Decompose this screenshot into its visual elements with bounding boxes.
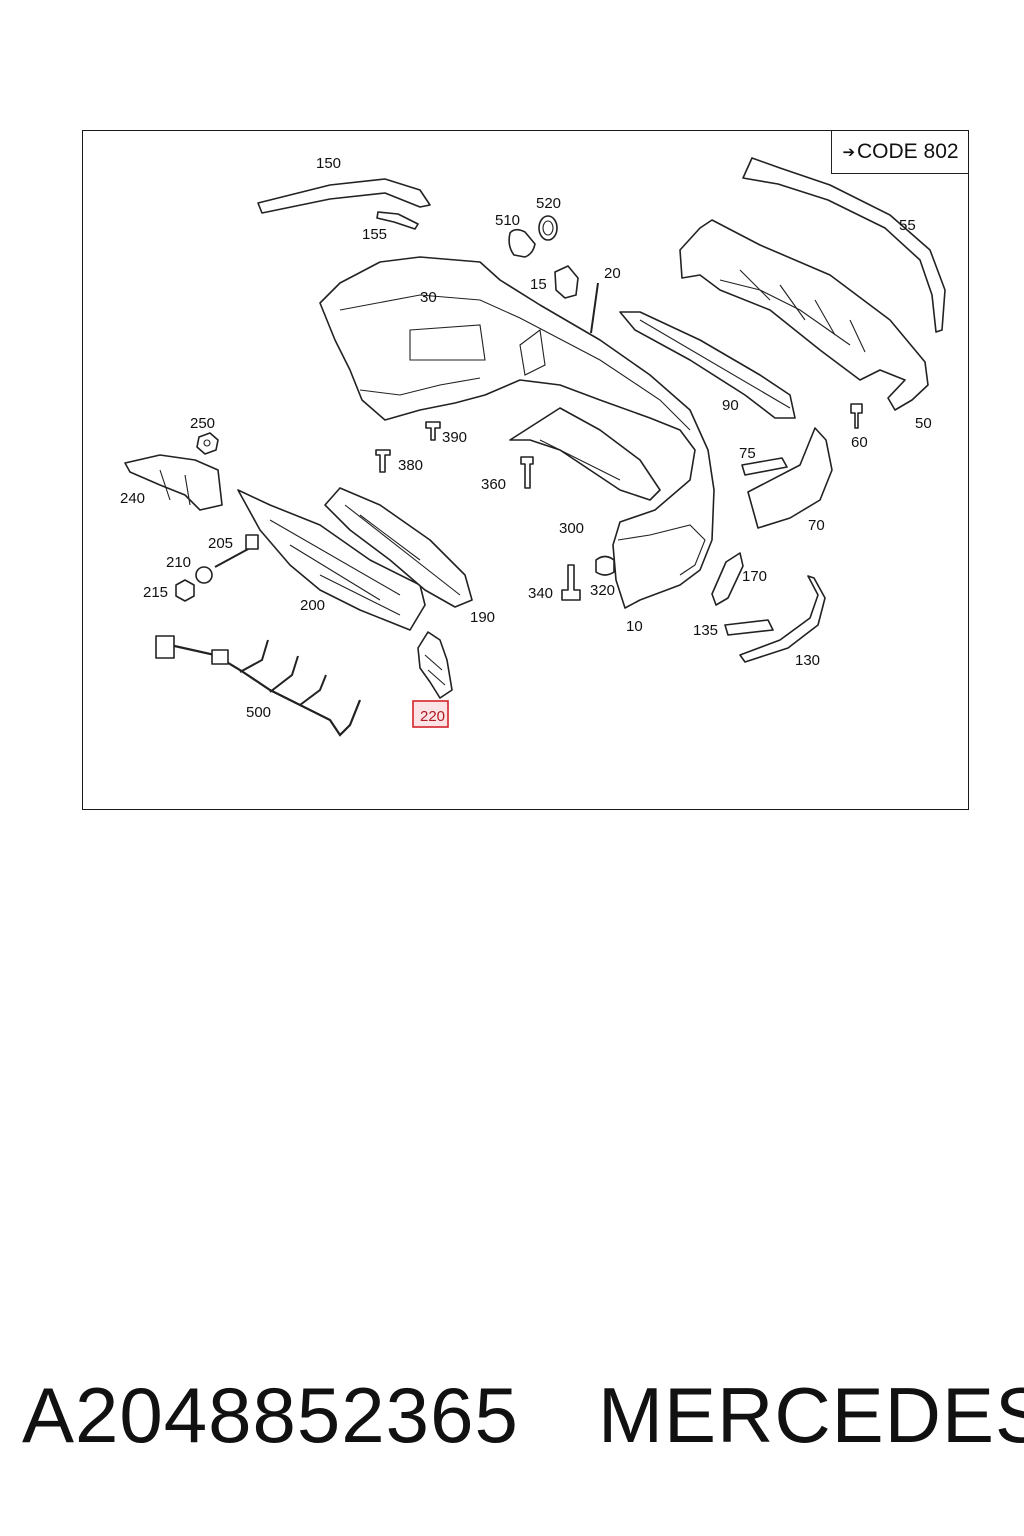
label-380: 380	[398, 457, 423, 474]
part-520-ring[interactable]	[538, 215, 558, 241]
parts-diagram: 150 155 510 520 15 20 30 55 90 50 60 250…	[120, 155, 946, 737]
label-70: 70	[808, 517, 825, 534]
part-390-screw[interactable]	[425, 421, 441, 441]
brand-name: MERCEDES	[598, 1371, 1024, 1459]
label-75: 75	[739, 445, 756, 462]
part-320-clip[interactable]	[595, 555, 615, 576]
label-30: 30	[420, 289, 437, 306]
part-55-trim[interactable]	[742, 157, 946, 333]
part-205-bolt[interactable]	[214, 547, 251, 568]
part-155-clip[interactable]	[376, 211, 419, 230]
code-label: CODE 802	[857, 140, 959, 163]
label-190: 190	[470, 609, 495, 626]
label-360: 360	[481, 476, 506, 493]
part-70-side-trim[interactable]	[747, 427, 833, 529]
part-150-trim[interactable]	[257, 178, 431, 214]
label-300: 300	[559, 520, 584, 537]
label-10: 10	[626, 618, 643, 635]
label-200: 200	[300, 597, 325, 614]
part-240-bracket[interactable]	[124, 454, 223, 511]
part-215-nut[interactable]	[175, 579, 195, 602]
label-155: 155	[362, 226, 387, 243]
part-220[interactable]	[417, 631, 453, 699]
part-15-bracket[interactable]	[554, 265, 579, 299]
label-130: 130	[795, 652, 820, 669]
code-box: ➔ CODE 802	[831, 131, 969, 174]
part-510-sensor[interactable]	[508, 228, 536, 258]
label-60: 60	[851, 434, 868, 451]
part-30-bumper-cover[interactable]	[319, 256, 715, 609]
label-55: 55	[899, 217, 916, 234]
label-500: 500	[246, 704, 271, 721]
label-170: 170	[742, 568, 767, 585]
label-205: 205	[208, 535, 233, 552]
highlight-box-220[interactable]	[412, 700, 449, 728]
label-15: 15	[530, 276, 547, 293]
footer: A2048852365 MERCEDES	[0, 1370, 1024, 1470]
part-340-screw[interactable]	[561, 564, 581, 601]
label-520: 520	[536, 195, 561, 212]
part-number: A2048852365	[22, 1371, 519, 1459]
label-215: 215	[143, 584, 168, 601]
part-210-washer[interactable]	[195, 566, 213, 584]
label-210: 210	[166, 554, 191, 571]
part-90-strip[interactable]	[619, 311, 796, 419]
part-75-reflector[interactable]	[741, 457, 788, 476]
label-220: 220	[420, 708, 445, 725]
label-135: 135	[693, 622, 718, 639]
part-250-nut[interactable]	[196, 432, 219, 455]
part-60-screw[interactable]	[850, 403, 863, 429]
label-320: 320	[590, 582, 615, 599]
part-170-cover[interactable]	[711, 552, 744, 606]
part-500-harness[interactable]	[169, 643, 362, 737]
label-50: 50	[915, 415, 932, 432]
label-240: 240	[120, 490, 145, 507]
label-510: 510	[495, 212, 520, 229]
label-340: 340	[528, 585, 553, 602]
part-200-absorber[interactable]	[237, 489, 426, 631]
arrow-right-icon: ➔	[842, 144, 856, 161]
part-360-bolt[interactable]	[520, 456, 534, 489]
label-250: 250	[190, 415, 215, 432]
label-90: 90	[722, 397, 739, 414]
part-300-bracket[interactable]	[509, 407, 661, 501]
part-135-reflector[interactable]	[724, 619, 774, 636]
part-130-strip[interactable]	[739, 575, 826, 663]
label-20: 20	[604, 265, 621, 282]
part-380-bolt[interactable]	[375, 449, 391, 473]
part-20-rod[interactable]	[590, 282, 599, 334]
part-50-diffuser[interactable]	[679, 219, 929, 411]
label-390: 390	[442, 429, 467, 446]
diagram-frame	[82, 130, 969, 810]
label-150: 150	[316, 155, 341, 172]
